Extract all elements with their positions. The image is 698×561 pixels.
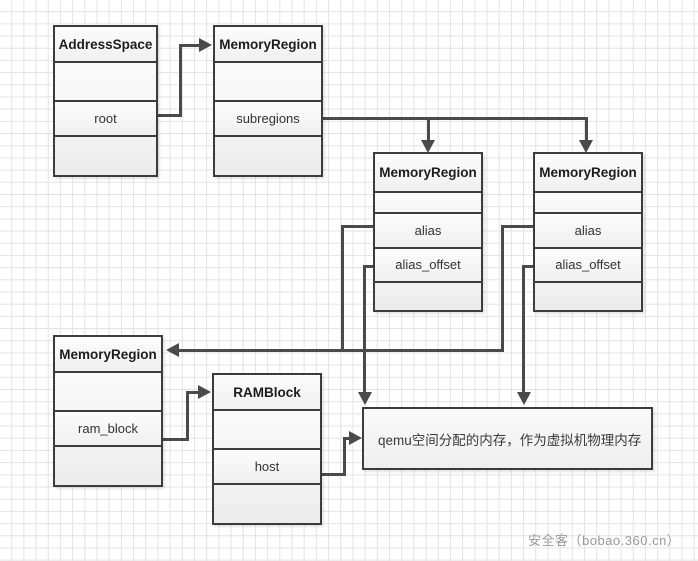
edge-host-seg-h1 <box>322 473 346 476</box>
edge-ramblock-arrowhead <box>198 385 211 399</box>
edge-host-arrowhead <box>349 431 362 445</box>
edge-alias1-seg-v <box>341 225 344 352</box>
class-field-memory-region-root-0 <box>215 63 321 102</box>
class-field-memory-region-root-subregions: subregions <box>215 102 321 137</box>
class-field-memory-region-alias-1-0 <box>375 193 481 215</box>
class-box-ram-block[interactable]: RAMBlock host <box>212 373 322 525</box>
edge-aliasoffset1-seg-v <box>363 265 366 395</box>
edge-host-seg-v <box>343 437 346 476</box>
class-title-memory-region-root: MemoryRegion <box>215 27 321 63</box>
edge-alias2-seg-h <box>501 225 535 228</box>
edge-subregions-arrow-left <box>421 140 435 153</box>
class-field-memory-region-ram-0 <box>55 373 161 412</box>
edge-root-arrowhead <box>199 38 212 52</box>
class-field-memory-region-alias-2-0 <box>535 193 641 215</box>
edge-aliasoffset1-arrowhead <box>358 392 372 405</box>
class-title-ram-block: RAMBlock <box>214 375 320 411</box>
class-title-memory-region-alias-1: MemoryRegion <box>375 154 481 193</box>
class-field-memory-region-alias-2-alias-offset: alias_offset <box>535 248 641 283</box>
edge-subregions-arrow-right <box>579 140 593 153</box>
class-box-memory-region-alias-2[interactable]: MemoryRegion alias alias_offset <box>533 152 643 312</box>
edge-subregions-branch-right <box>585 117 588 143</box>
class-field-address-space-2 <box>55 137 156 175</box>
edge-ramblock-seg-v <box>186 391 189 441</box>
class-field-address-space-0 <box>55 63 156 102</box>
class-field-ram-block-host: host <box>214 450 320 485</box>
edge-aliasoffset2-seg-v <box>522 265 525 395</box>
class-box-address-space[interactable]: AddressSpace root <box>53 25 158 177</box>
watermark-label: 安全客（bobao.360.cn） <box>528 533 681 548</box>
class-field-ram-block-0 <box>214 411 320 450</box>
class-field-memory-region-root-2 <box>215 137 321 175</box>
edge-alias2-seg-v <box>501 225 504 352</box>
edge-root-seg-v <box>179 44 182 117</box>
class-field-memory-region-alias-1-alias-offset: alias_offset <box>375 248 481 283</box>
edge-ramblock-seg-h1 <box>163 438 189 441</box>
class-title-memory-region-alias-2: MemoryRegion <box>535 154 641 193</box>
edge-subregions-trunk <box>323 117 588 120</box>
edge-root-seg-h1 <box>157 114 182 117</box>
class-field-ram-block-2 <box>214 485 320 523</box>
class-title-memory-region-ram: MemoryRegion <box>55 337 161 373</box>
class-box-memory-region-root[interactable]: MemoryRegion subregions <box>213 25 323 177</box>
edge-aliasoffset2-arrowhead <box>517 392 531 405</box>
class-field-memory-region-alias-2-alias: alias <box>535 214 641 249</box>
edge-aliasoffset2-seg-h <box>522 265 535 268</box>
class-field-address-space-root: root <box>55 102 156 137</box>
class-title-address-space: AddressSpace <box>55 27 156 63</box>
class-field-memory-region-ram-ram-block: ram_block <box>55 412 161 447</box>
class-field-memory-region-alias-1-alias: alias <box>375 214 481 249</box>
class-field-memory-region-alias-1-3 <box>375 282 481 310</box>
class-box-memory-region-ram[interactable]: MemoryRegion ram_block <box>53 335 163 487</box>
edge-alias-trunk-arrowhead <box>166 343 179 357</box>
edge-aliasoffset1-seg-h <box>363 265 375 268</box>
note-qemu-memory[interactable]: qemu空间分配的内存，作为虚拟机物理内存 <box>362 407 653 470</box>
class-field-memory-region-alias-2-3 <box>535 282 641 310</box>
edge-root-seg-h2 <box>179 44 207 47</box>
edge-alias1-seg-h <box>341 225 375 228</box>
class-field-memory-region-ram-2 <box>55 447 161 485</box>
edge-subregions-branch-left <box>427 117 430 143</box>
edge-ramblock-seg-h2 <box>186 391 206 394</box>
class-box-memory-region-alias-1[interactable]: MemoryRegion alias alias_offset <box>373 152 483 312</box>
